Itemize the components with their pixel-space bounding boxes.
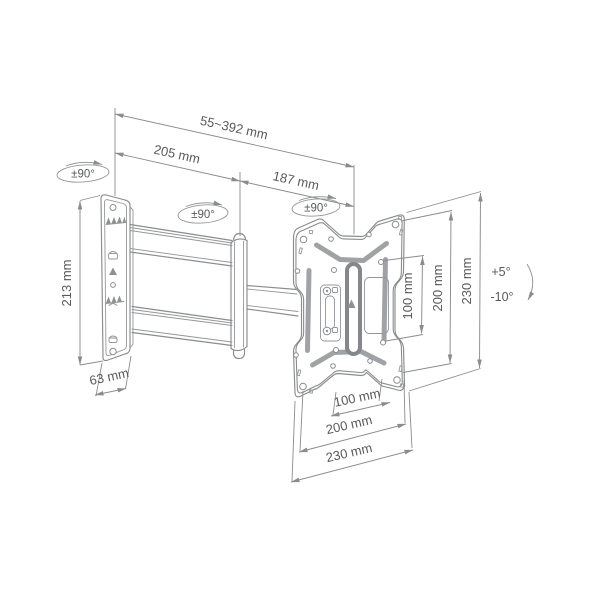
extension-arm [246,284,299,317]
tv-plate [292,214,406,398]
tilt-up-angle: +5° [491,265,510,279]
dim-wall-plate-height: 213 mm [59,260,74,307]
rotation-indicator-plate: ±90° [291,194,341,217]
rotation-indicator-wall: ±90° [56,160,110,183]
dimension-vesa-height: 100 mm [383,255,425,342]
tilt-down-angle: -10° [490,290,513,304]
pivot-column [230,232,248,360]
upper-arm [129,223,233,267]
wall-plate [100,194,134,362]
rotation-arrow-icon [185,200,223,207]
rotation-arrow-icon [65,160,103,167]
dim-total-extension: 55~392 mm [199,113,270,143]
dim-plate-inner-height: 200 mm [430,265,445,312]
dim-plate-height: 230 mm [459,258,474,305]
swivel-angle-mid: ±90° [191,209,215,221]
dimension-plate-inner-height: 200 mm [400,210,454,373]
swivel-angle-plate: ±90° [304,203,328,215]
dimension-wall-plate-width: 63 mm [88,355,132,397]
lower-arm [131,305,233,347]
tilt-arrow-icon [526,263,535,301]
rotation-arrow-icon [298,194,337,201]
dim-vesa-height: 100 mm [400,273,415,320]
tilt-indicator: +5° -10° [490,263,535,304]
dimension-wall-plate-height: 213 mm [59,195,104,366]
dimension-vesa-width: 100 mm [330,378,391,417]
rotation-indicator-mid: ±90° [177,200,229,224]
dim-wall-plate-width: 63 mm [88,365,130,388]
swivel-angle-wall: ±90° [71,169,95,181]
dimension-arm-section-1: 205 mm [114,142,241,236]
dimension-plate-height: 230 mm [406,191,483,392]
dimension-arm-section-2: 187 mm [239,168,355,207]
